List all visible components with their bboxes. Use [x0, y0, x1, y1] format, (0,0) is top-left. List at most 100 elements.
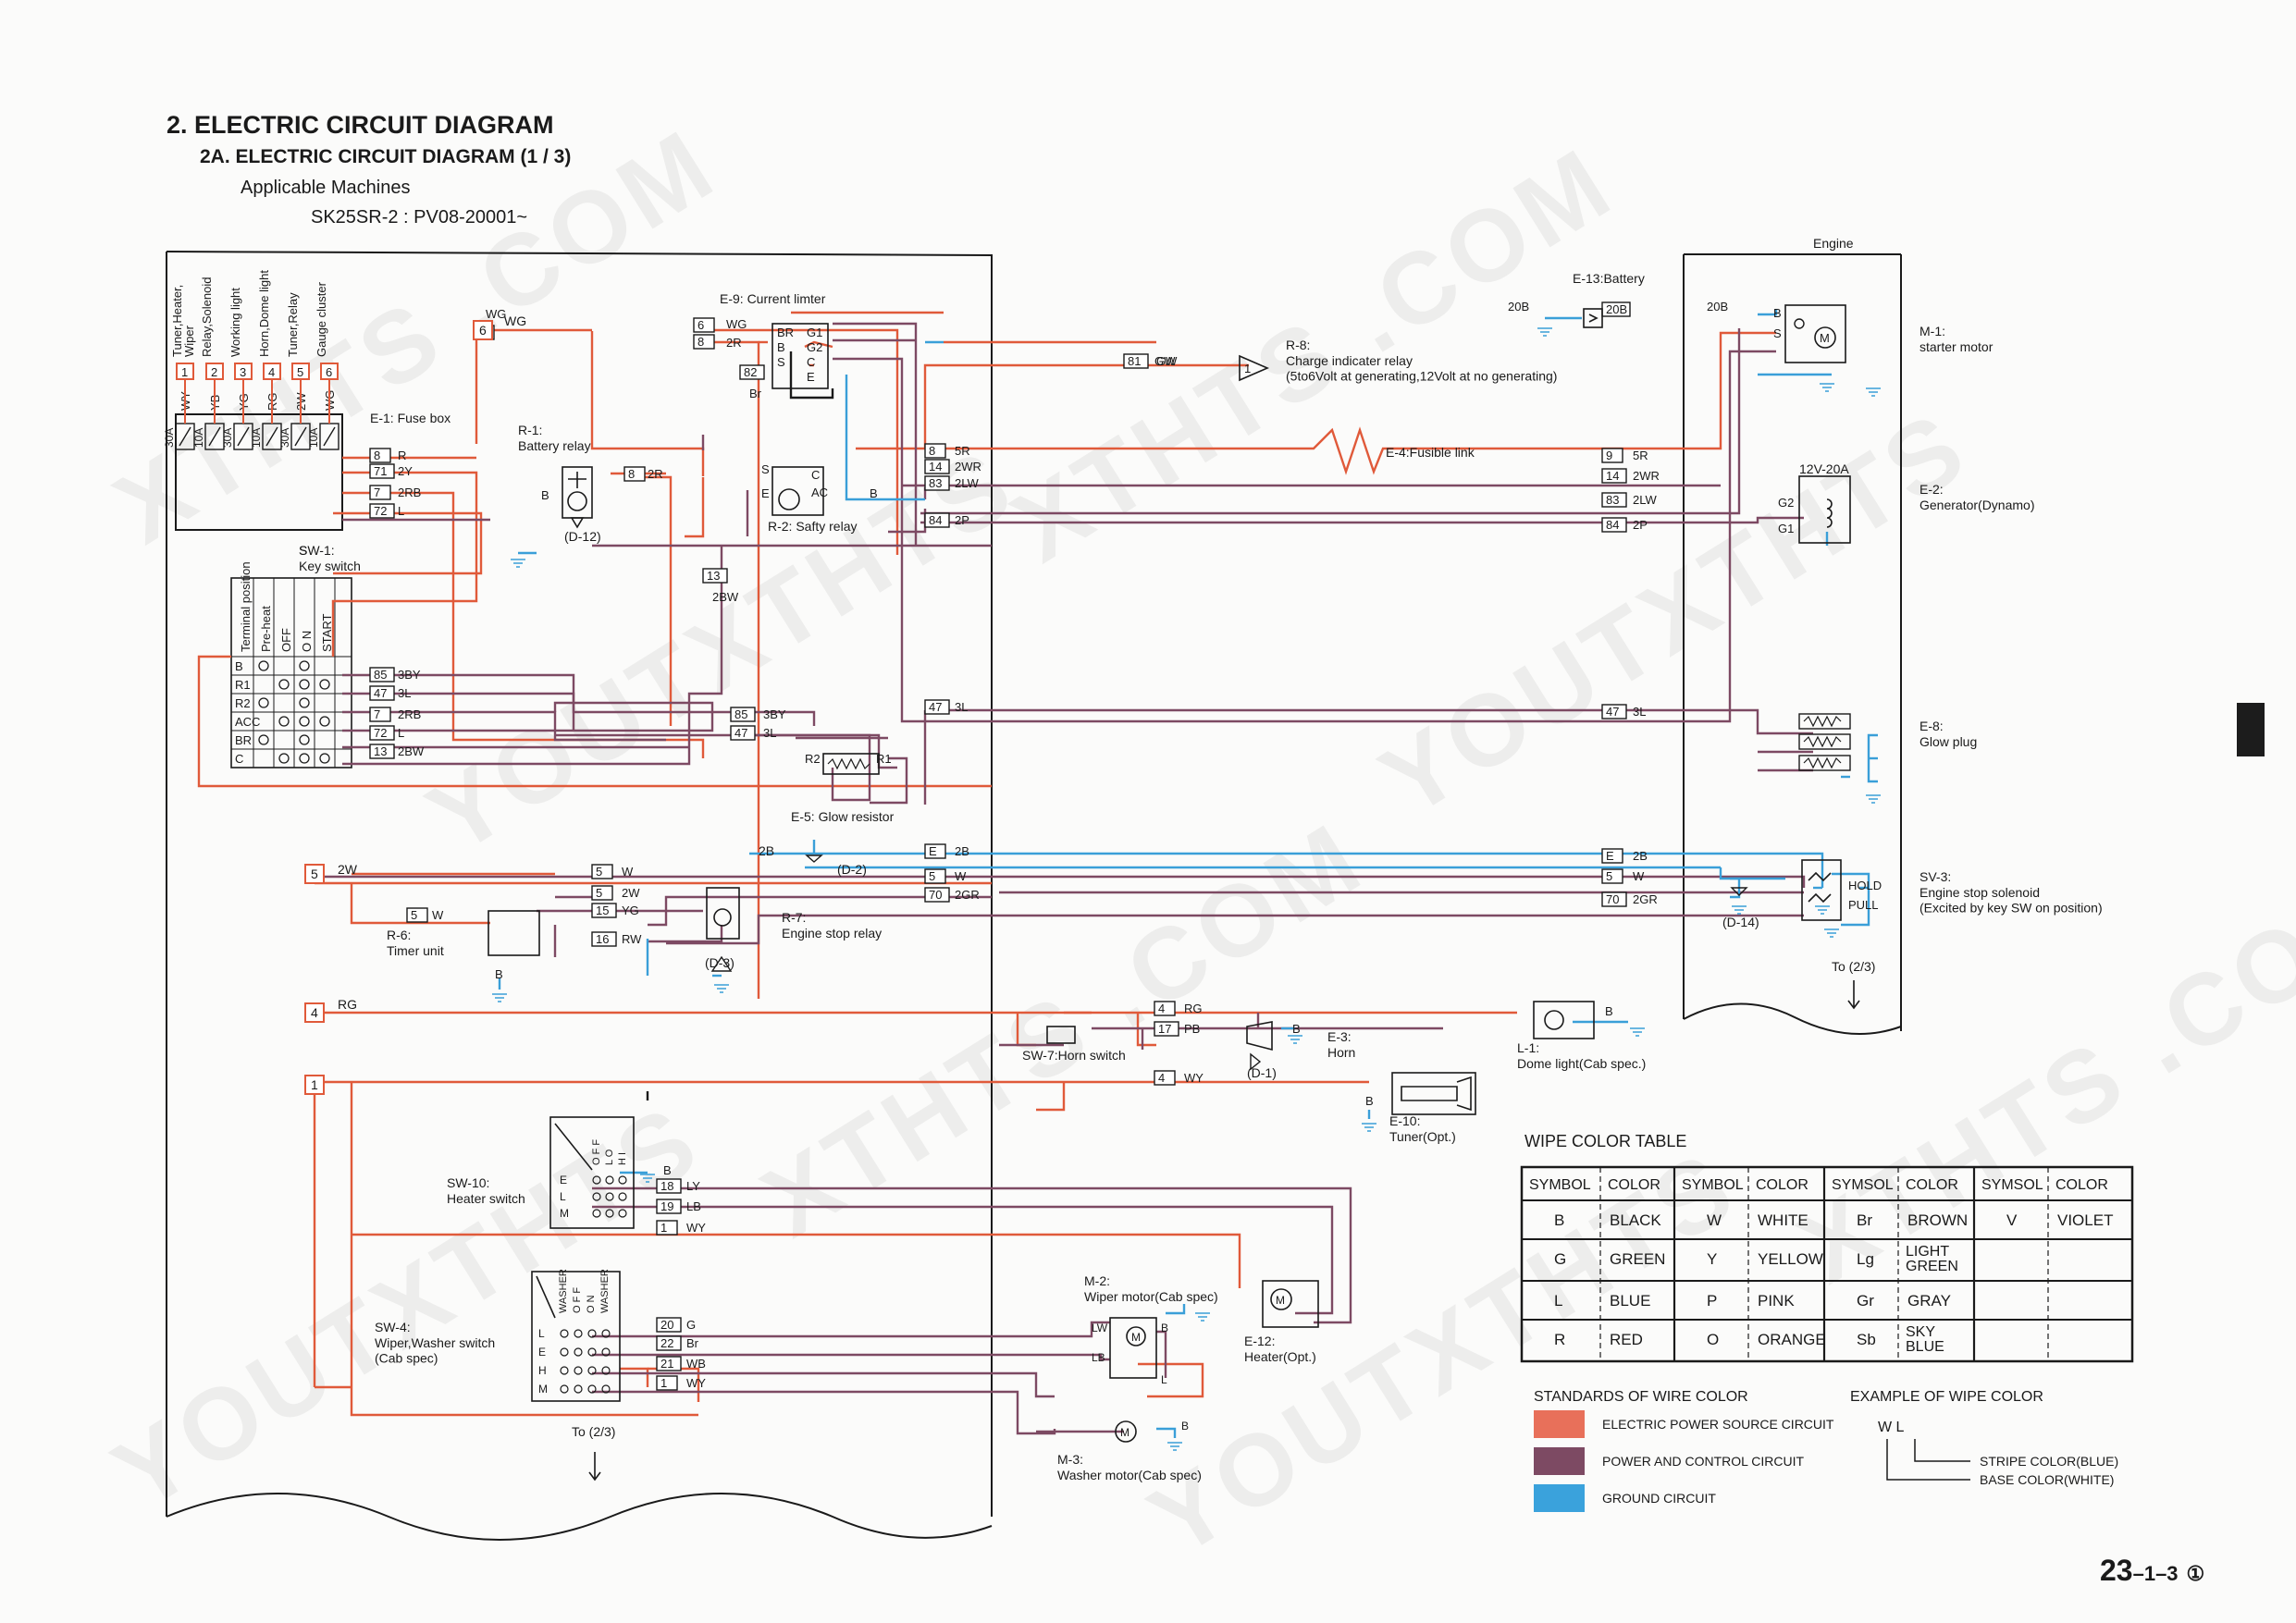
wire-code: GW	[1156, 354, 1178, 368]
connector-number: 8	[374, 449, 380, 462]
contact-dot	[299, 753, 310, 764]
connector-box	[656, 1335, 682, 1351]
wire-table-cell: BLUE	[1610, 1292, 1650, 1309]
connector-number: 19	[660, 1199, 673, 1213]
motor-label: M	[1131, 1331, 1141, 1344]
key-switch-header: O N	[300, 631, 314, 652]
connector-number: 21	[660, 1357, 673, 1371]
wiper-switch-row: M	[538, 1383, 548, 1396]
wire-code: 3BY	[763, 707, 786, 721]
example-title: EXAMPLE OF WIPE COLOR	[1850, 1389, 2043, 1405]
wire-code: PB	[1184, 1022, 1200, 1036]
diode	[710, 955, 733, 972]
connector-number: 4	[1158, 1002, 1165, 1015]
connector-box	[1601, 517, 1627, 533]
wires	[197, 309, 1878, 1438]
contact-dot	[560, 1347, 569, 1357]
wire-table-cell: PINK	[1758, 1292, 1795, 1309]
wire-code: 2LW	[955, 476, 979, 490]
connector-box	[369, 744, 395, 759]
connector-number: 72	[374, 726, 387, 740]
left-sheet-frame	[166, 251, 993, 1541]
connector-number: 20	[660, 1318, 673, 1332]
wire-table-cell: RED	[1610, 1331, 1643, 1348]
terminal-number: 1	[311, 1077, 318, 1092]
glow-resistor	[822, 753, 880, 775]
connector-box	[369, 503, 395, 519]
wire	[789, 351, 834, 400]
wire-table-cell: L	[1554, 1292, 1562, 1309]
connector-box	[591, 885, 613, 901]
wire-code: RG	[338, 997, 357, 1012]
component-label-engine-stop-relay: R-7:Engine stop relay	[782, 910, 882, 941]
terminal-number: 4	[311, 1005, 318, 1020]
wire-code: W	[1633, 869, 1645, 883]
terminal-label: R2	[805, 752, 821, 766]
wire	[731, 733, 871, 802]
dome-light	[1533, 1001, 1595, 1039]
page-title: 2. ELECTRIC CIRCUIT DIAGRAM	[167, 111, 554, 139]
wire-table-cell: VIOLET	[2057, 1211, 2113, 1229]
fuse-rating: 10A	[307, 428, 320, 448]
wire-code: 3L	[398, 686, 411, 700]
connector-box	[1154, 1001, 1176, 1016]
connector-box	[591, 931, 617, 947]
component-label-generator-rating: 12V-20A	[1799, 461, 1849, 476]
connector-box	[369, 707, 391, 722]
wire-code: L	[398, 504, 404, 518]
connector-box	[924, 887, 950, 903]
standard-swatch	[1534, 1447, 1585, 1475]
ground-symbol	[1362, 1123, 1376, 1132]
component-label-battery-relay: R-1:Battery relay	[518, 423, 591, 453]
contact-dot	[601, 1384, 611, 1394]
wire-code: 2P	[955, 513, 969, 527]
wire	[1016, 1013, 1036, 1047]
contact-dot	[618, 1209, 627, 1218]
wire-code: 2WR	[955, 460, 981, 473]
wire	[856, 331, 1776, 475]
timer-unit	[488, 910, 540, 956]
wire-code: 2R	[648, 467, 663, 481]
wire-code: 2GR	[955, 888, 980, 902]
fuse-link	[323, 426, 336, 447]
wire-table-header: COLOR	[1906, 1177, 1958, 1193]
terminal-label: LB	[1092, 1351, 1105, 1364]
wire-code: RW	[622, 932, 642, 946]
section-tab	[2237, 703, 2265, 756]
ground-symbol	[1537, 327, 1552, 337]
contact-dot	[299, 697, 310, 708]
component-label-charge-relay: R-8:Charge indicater relay(5to6Volt at g…	[1286, 338, 1557, 384]
contact-dot	[574, 1384, 583, 1394]
wire-code: 2B	[1633, 849, 1648, 863]
horn-symbol	[1246, 1021, 1273, 1051]
component-labels: R-1:Battery relay(D-12)E-9: Current limt…	[299, 271, 2103, 1482]
wire-code: W	[432, 908, 444, 922]
connector-box	[1601, 868, 1623, 884]
fuse-rating: 30A	[278, 428, 291, 448]
wire	[342, 701, 714, 732]
terminal-label: E	[807, 370, 815, 384]
connector-box	[924, 459, 950, 474]
contact-dot	[258, 697, 269, 708]
wire	[870, 756, 908, 805]
connector-box	[369, 448, 391, 463]
connector-box	[406, 907, 428, 923]
component-label-battery: E-13:Battery	[1573, 271, 1645, 286]
connector-box	[656, 1375, 678, 1391]
starter-motor	[1814, 326, 1836, 349]
engine-label: Engine	[1813, 236, 1854, 251]
fuse-number: 1	[181, 365, 188, 379]
wire-code: 2W	[622, 886, 640, 900]
heater-switch-row: M	[560, 1207, 569, 1220]
wire-table-cell: Br	[1857, 1211, 1872, 1229]
component-label-washer-motor: M-3:Washer motor(Cab spec)	[1057, 1452, 1202, 1482]
connector-number: 85	[374, 668, 387, 682]
connector-number: 85	[734, 707, 747, 721]
key-switch-terminal: B	[235, 659, 243, 673]
wire-table-cell: BROWN	[1907, 1211, 1968, 1229]
wire-table-cell: O	[1707, 1331, 1719, 1348]
contact-dot	[560, 1329, 569, 1338]
wire-code: 3L	[763, 726, 776, 740]
heater-switch-header: O F F	[591, 1139, 602, 1165]
